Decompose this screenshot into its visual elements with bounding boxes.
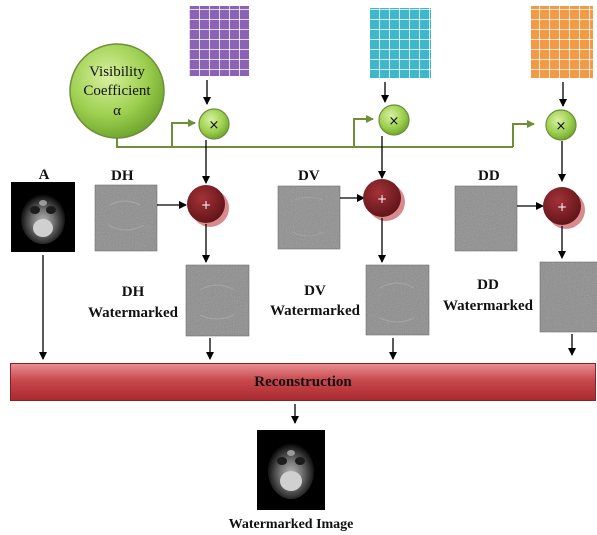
- watermarked-dh-image: [185, 264, 250, 337]
- svg-text:×: ×: [556, 119, 567, 134]
- visibility-alpha: α: [113, 103, 121, 119]
- output-label: Watermarked Image: [229, 517, 354, 532]
- svg-text:×: ×: [389, 114, 400, 129]
- reconstruction-bar: Reconstruction: [10, 363, 596, 401]
- multiply-node-1: ×: [198, 108, 230, 140]
- subband-dd-image: [454, 185, 518, 252]
- svg-text:+: +: [201, 198, 211, 212]
- watermark-grid-orange: [531, 6, 593, 78]
- visibility-line1: Visibility: [89, 64, 145, 80]
- reconstruction-label: Reconstruction: [254, 374, 352, 390]
- alpha-distribution-lines: [116, 115, 535, 148]
- label-dd-wm-line2: Watermarked: [443, 298, 534, 314]
- label-dh-wm-line2: Watermarked: [88, 305, 179, 321]
- add-node-1: +: [187, 185, 229, 227]
- add-node-2: +: [363, 179, 405, 221]
- multiply-node-3: ×: [545, 109, 577, 141]
- watermark-grid-cyan: [370, 8, 431, 78]
- label-dv-wm-line1: DV: [304, 283, 326, 299]
- input-image-a: [11, 182, 75, 252]
- subband-dv-image: [277, 185, 341, 250]
- watermark-grid-purple: [189, 6, 249, 76]
- output-watermarked-image: [257, 430, 325, 510]
- svg-text:×: ×: [209, 118, 220, 133]
- add-node-3: +: [543, 187, 585, 229]
- label-dv-wm-line2: Watermarked: [270, 303, 361, 319]
- svg-text:+: +: [557, 200, 567, 214]
- multiply-node-2: ×: [378, 104, 410, 136]
- svg-text:+: +: [377, 192, 387, 206]
- watermarked-dd-image: [539, 261, 597, 333]
- label-dv: DV: [298, 168, 320, 184]
- label-dh: DH: [111, 168, 134, 184]
- label-dd-wm-line1: DD: [477, 277, 499, 293]
- subband-dh-image: [94, 184, 158, 252]
- label-a: A: [39, 167, 50, 183]
- label-dh-wm-line1: DH: [122, 284, 145, 300]
- visibility-coefficient-node: Visibility Coefficient α: [69, 43, 165, 139]
- watermarked-dv-image: [365, 264, 430, 336]
- visibility-line2: Coefficient: [83, 83, 151, 99]
- label-dd: DD: [478, 168, 500, 184]
